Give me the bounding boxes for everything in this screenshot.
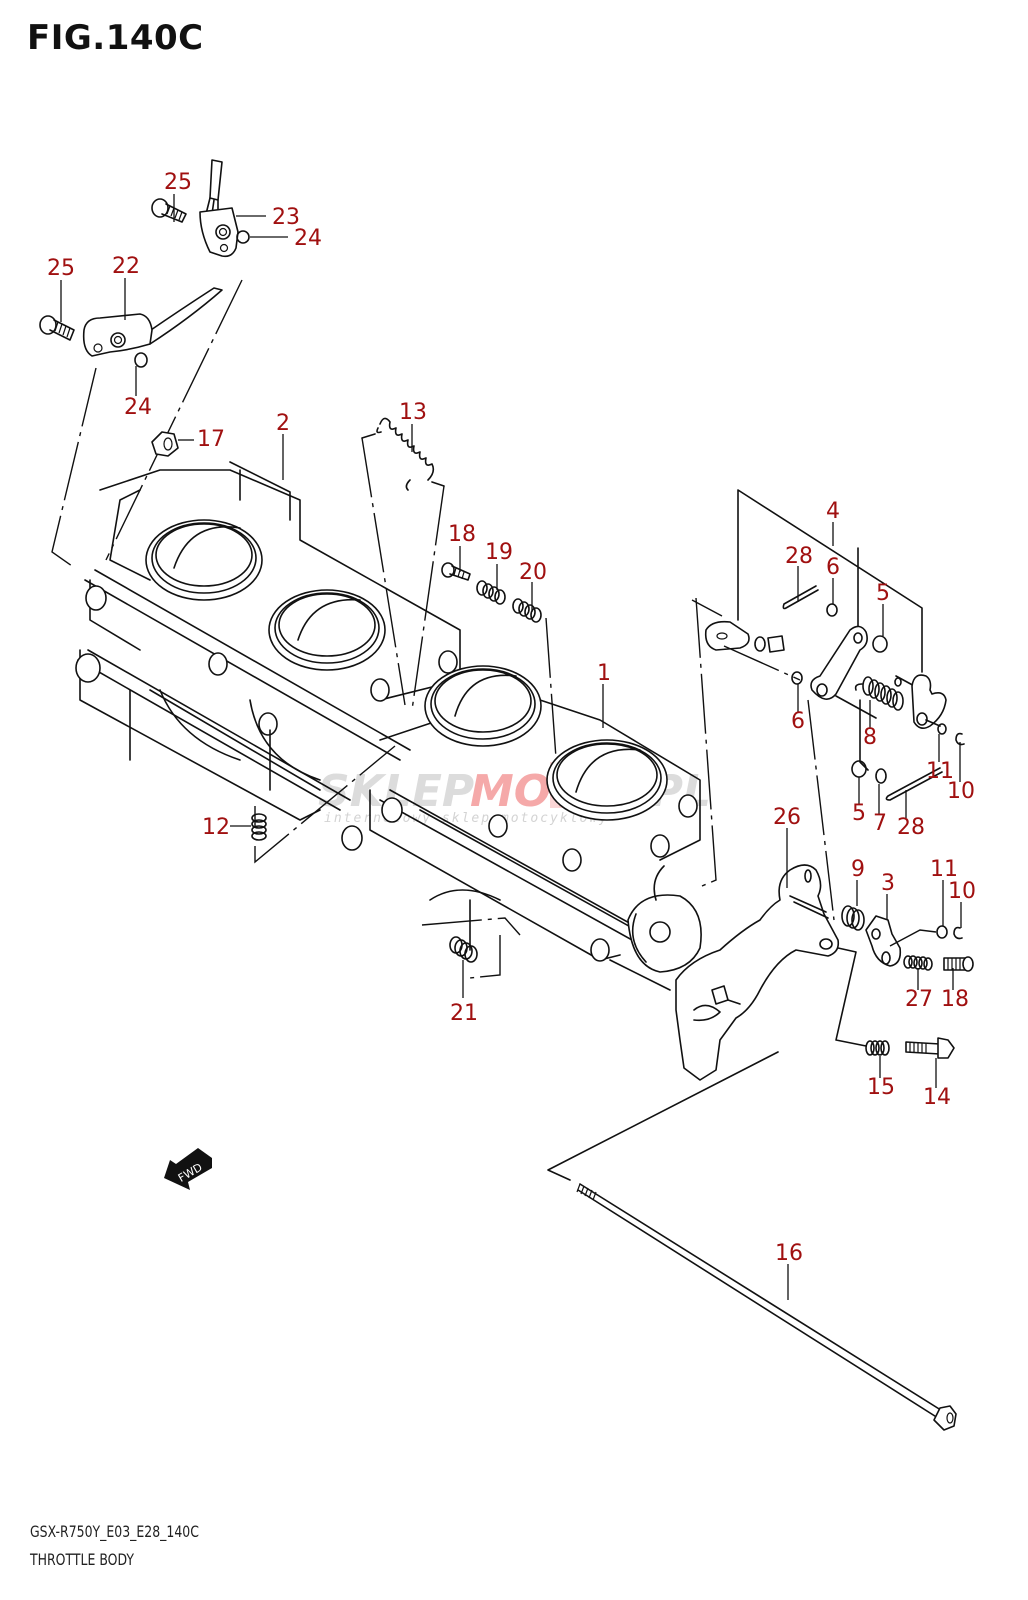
nut-17: [151, 431, 179, 457]
spring-20-reference-line: [545, 617, 557, 759]
sensor-reference-lines: [51, 279, 243, 567]
callout-19: 19: [485, 540, 513, 565]
washer-5b: [851, 760, 867, 778]
washer-5a: [872, 635, 888, 653]
link-4-bracket-lines: [737, 489, 923, 673]
bracket-lower-reference-line: [835, 947, 867, 1047]
o-ring-24a: [236, 230, 250, 244]
figure-title: FIG.140C: [27, 18, 204, 58]
watermark-subtitle: internetowy sklep motocyklowy: [324, 811, 609, 826]
callout-22: 22: [112, 254, 140, 279]
washer-7: [875, 768, 887, 784]
lever-4c: [894, 674, 947, 730]
cotter-pin-28b: [885, 767, 943, 801]
callout-2: 2: [276, 411, 290, 436]
callout-12: 12: [202, 815, 230, 840]
callout-8: 8: [863, 725, 877, 750]
link-4-reference-line: [691, 597, 723, 887]
lever-4b: [810, 625, 868, 700]
callout-6: 6: [791, 709, 805, 734]
spring-27: [903, 955, 933, 971]
callout-11: 11: [930, 857, 958, 882]
callout-15: 15: [867, 1075, 895, 1100]
callout-14: 14: [923, 1085, 951, 1110]
callout-24: 24: [124, 395, 152, 420]
spring-21: [449, 936, 478, 963]
spring-19: [476, 580, 506, 605]
link-shaft-line: [723, 645, 801, 681]
cotter-pin-28a: [782, 585, 819, 610]
callout-1: 1: [597, 661, 611, 686]
clip-10a: [955, 732, 965, 746]
callout-21: 21: [450, 1001, 478, 1026]
spring-13-reference-lines: [361, 437, 445, 711]
callout-5: 5: [876, 581, 890, 606]
callout-18: 18: [448, 522, 476, 547]
callout-7: 7: [873, 811, 887, 836]
callout-6: 6: [826, 555, 840, 580]
washer-11b: [936, 925, 948, 939]
callout-10: 10: [948, 879, 976, 904]
callout-labels: 25 23 24 25 22 24 17 2 13 18 19 20 1 4 2…: [47, 170, 976, 1266]
bolt-25a: [151, 198, 187, 223]
washer-11a: [937, 723, 947, 735]
o-ring-24b: [134, 352, 148, 368]
sensor-23: [199, 159, 239, 258]
spring-20: [512, 598, 542, 623]
washer-6a: [826, 603, 838, 617]
callout-16: 16: [775, 1241, 803, 1266]
callout-4: 4: [826, 499, 840, 524]
link-4-shaft: [835, 695, 941, 727]
callout-18: 18: [941, 987, 969, 1012]
callout-17: 17: [197, 427, 225, 452]
throttle-body-assembly: [75, 461, 702, 991]
callout-25: 25: [164, 170, 192, 195]
callout-23: 23: [272, 205, 300, 230]
callout-26: 26: [773, 805, 801, 830]
screw-18a: [441, 562, 471, 581]
washer-6b: [791, 671, 803, 685]
callout-24: 24: [294, 226, 322, 251]
spring-13: [376, 417, 435, 491]
callout-5: 5: [852, 801, 866, 826]
fwd-arrow-icon: FWD: [164, 1148, 212, 1190]
bolt-16-reference-line: [547, 1051, 779, 1181]
leader-lines: [60, 194, 962, 1300]
model-code: GSX-R750Y_E03_E28_140C: [30, 1522, 199, 1541]
spring-12: [251, 813, 267, 841]
callout-10: 10: [947, 779, 975, 804]
bolt-25b: [39, 315, 75, 341]
long-bolt-16: [576, 1183, 957, 1431]
lever-3-shaft-line: [889, 929, 937, 947]
bracket-26-reference-line: [807, 699, 835, 921]
callout-20: 20: [519, 560, 547, 585]
bracket-26: [675, 864, 840, 1081]
callout-27: 27: [905, 987, 933, 1012]
spring-9: [841, 905, 865, 931]
spring-12-reference-line: [254, 745, 396, 864]
spring-8: [854, 676, 904, 711]
spring-21-reference-lines: [421, 917, 521, 979]
callout-28: 28: [785, 544, 813, 569]
callout-11: 11: [926, 759, 954, 784]
sensor-22: [82, 287, 223, 357]
lever-3: [865, 915, 902, 967]
callout-3: 3: [881, 871, 895, 896]
callout-25: 25: [47, 256, 75, 281]
callout-13: 13: [399, 400, 427, 425]
clip-10b: [953, 926, 963, 940]
spring-15: [865, 1040, 890, 1056]
spring-13-ref-ends: [361, 433, 445, 487]
screw-14: [905, 1037, 955, 1059]
lever-4a: [704, 620, 785, 653]
callout-9: 9: [851, 857, 865, 882]
screw-18b: [943, 956, 974, 972]
section-name: THROTTLE BODY: [30, 1550, 135, 1569]
callout-28: 28: [897, 815, 925, 840]
